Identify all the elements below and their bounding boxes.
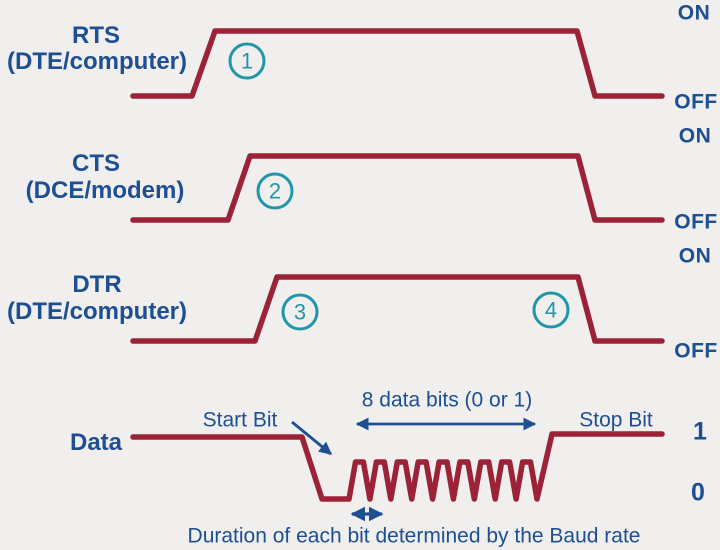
cts-source-label: (DCE/modem) xyxy=(25,177,185,204)
rts-on-label: ON xyxy=(677,1,711,25)
data-level-0-label: 0 xyxy=(691,478,705,507)
stop-bit-label: Stop Bit xyxy=(579,408,653,432)
data-waveform xyxy=(130,431,665,502)
rts-waveform xyxy=(130,28,665,99)
cts-off-label: OFF xyxy=(674,210,718,234)
event-marker-2: 2 xyxy=(256,172,294,210)
dtr-off-label: OFF xyxy=(674,339,718,363)
start-bit-pointer-arrow xyxy=(291,420,332,456)
rts-source-label: (DTE/computer) xyxy=(7,48,187,75)
event-marker-1: 1 xyxy=(228,42,266,80)
event-marker-4: 4 xyxy=(532,291,570,329)
data-level-1-label: 1 xyxy=(693,417,707,446)
event-marker-3: 3 xyxy=(281,293,319,331)
data-bits-label: 8 data bits (0 or 1) xyxy=(361,388,533,412)
rts-signal-label: RTS xyxy=(72,22,120,49)
baud-rate-note: Duration of each bit determined by the B… xyxy=(187,524,641,548)
cts-on-label: ON xyxy=(678,124,712,148)
rts-off-label: OFF xyxy=(674,90,718,114)
dtr-source-label: (DTE/computer) xyxy=(7,298,187,325)
start-bit-label: Start Bit xyxy=(202,408,278,432)
data-signal-label: Data xyxy=(69,429,123,456)
dtr-waveform xyxy=(130,274,665,344)
dtr-on-label: ON xyxy=(678,244,712,268)
cts-signal-label: CTS xyxy=(72,150,120,177)
cts-waveform xyxy=(130,153,665,223)
dtr-signal-label: DTR xyxy=(72,271,122,298)
